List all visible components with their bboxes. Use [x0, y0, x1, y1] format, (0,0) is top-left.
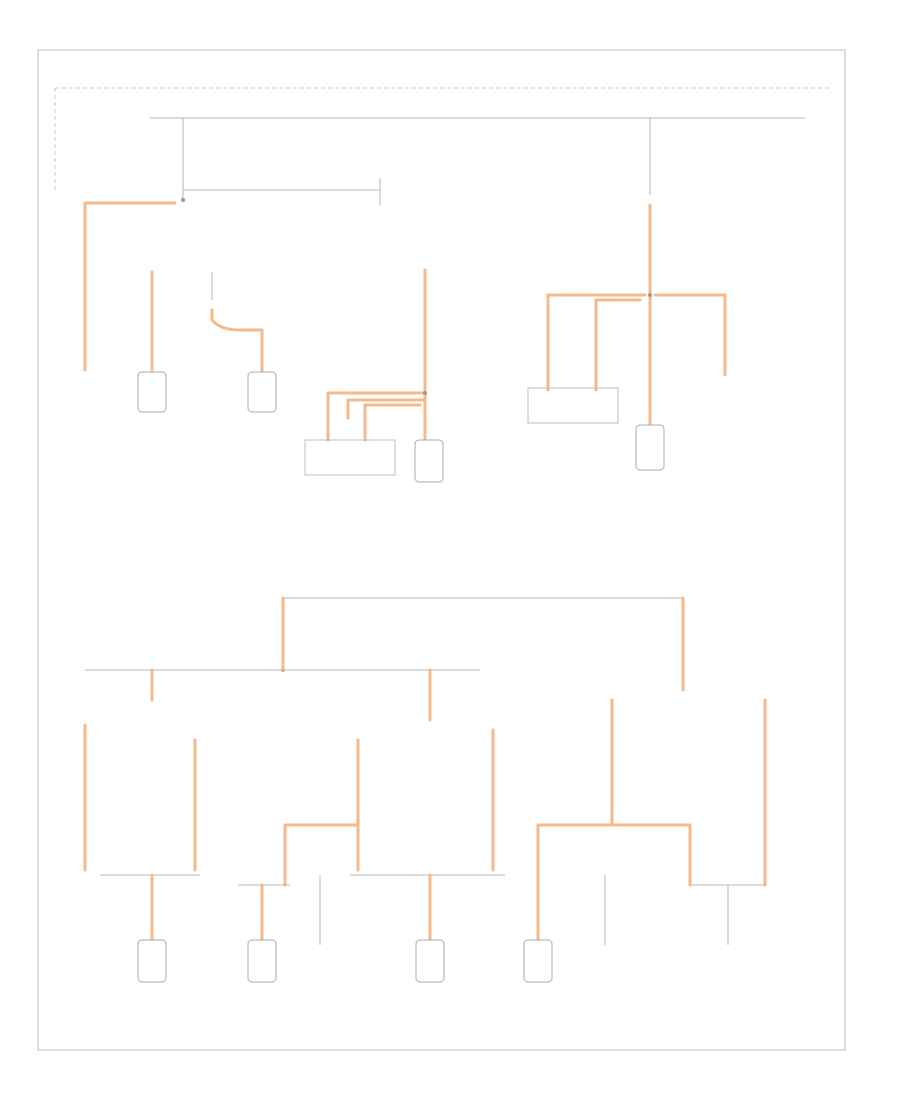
- wire-left-feed: [83, 201, 177, 372]
- wire-b6: [283, 823, 360, 887]
- wire-center-branch-a: [326, 391, 427, 442]
- wire-center-branch-b: [346, 398, 427, 420]
- splice-dots: [181, 198, 652, 672]
- connector-b: [247, 371, 277, 413]
- splice-dot: [648, 293, 652, 297]
- fuse-block-enclosure: [54, 87, 830, 190]
- splice-dot: [423, 391, 427, 395]
- diagram-frame: [37, 49, 846, 1051]
- connector-a: [137, 371, 167, 413]
- connector-bottom-3: [415, 939, 445, 983]
- connector-c: [414, 439, 444, 483]
- wire-center-branch-c: [363, 403, 422, 442]
- bottom-connector-row: [137, 939, 553, 983]
- wire-module-b: [210, 308, 264, 372]
- connector-bottom-2: [247, 939, 277, 983]
- connector-bottom-1: [137, 939, 167, 983]
- top-connector-row: [137, 371, 665, 483]
- wire-right-branch-c: [653, 293, 727, 377]
- module-box-center: [304, 439, 396, 476]
- wire-b9: [536, 823, 614, 942]
- wire-right-branch-a: [546, 293, 647, 392]
- connector-bottom-4: [523, 939, 553, 983]
- wire-right-branch-b: [594, 298, 642, 392]
- connector-d: [635, 424, 665, 471]
- splice-dot: [181, 198, 185, 202]
- wire-b10: [610, 823, 692, 887]
- bottom-splice-bars: [100, 874, 765, 886]
- module-box-right: [527, 387, 619, 424]
